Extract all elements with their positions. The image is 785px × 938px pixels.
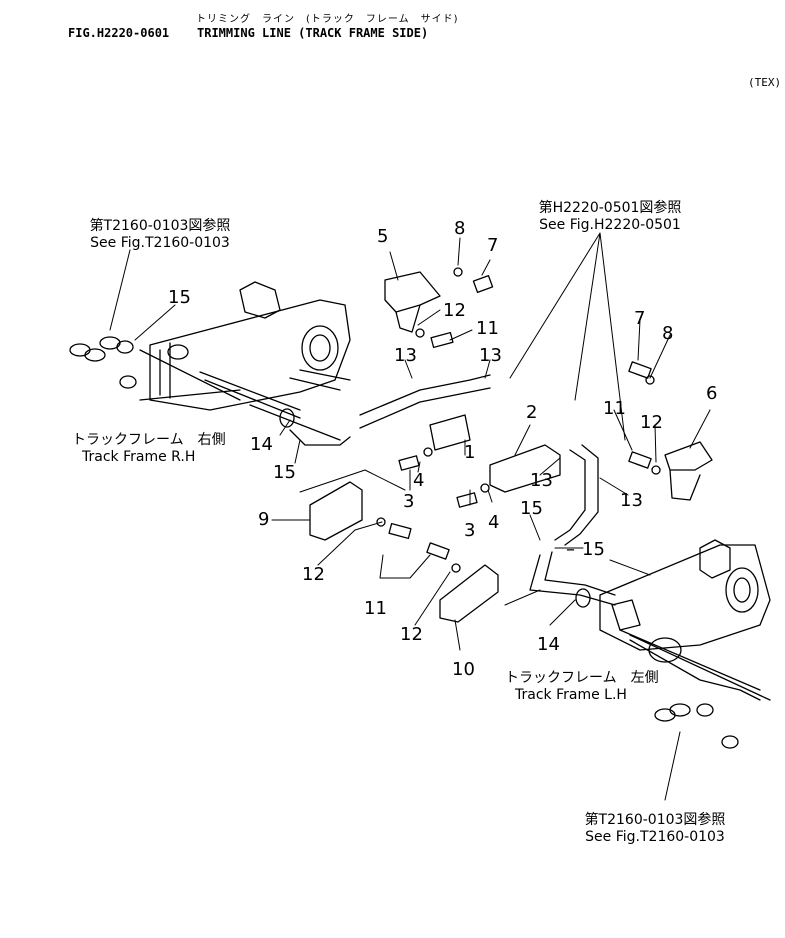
callout-15: 15 — [520, 498, 543, 519]
callout-12: 12 — [302, 564, 325, 585]
figure-code: FIG.H2220-0601 — [68, 26, 170, 40]
track-frame-lh-drawing — [599, 539, 771, 701]
tube-rh-drawing — [139, 349, 341, 441]
callout-13: 13 — [530, 470, 553, 491]
callout-11: 11 — [476, 318, 499, 339]
callout-10: 10 — [452, 659, 475, 680]
callout-8: 8 — [454, 218, 466, 239]
callout-12: 12 — [640, 412, 663, 433]
frame-label-jp: トラックフレーム 左側 — [505, 670, 659, 686]
frame-label-en: Track Frame R.H — [82, 449, 196, 465]
bolts-drawing — [376, 267, 661, 573]
callout-3: 3 — [464, 520, 476, 541]
callout-15: 15 — [273, 462, 296, 483]
hose-lines-drawing — [289, 374, 616, 606]
plate-10-drawing — [439, 564, 499, 623]
fittings-drawing — [69, 336, 739, 749]
plate-9-drawing — [309, 481, 363, 541]
bracket-6-drawing — [664, 441, 713, 501]
callout-4: 4 — [488, 512, 500, 533]
callout-1: 1 — [464, 442, 476, 463]
tube-lh-drawing — [629, 639, 761, 701]
callout-2: 2 — [526, 402, 538, 423]
reference-jp: 第H2220-0501図参照 — [538, 200, 682, 216]
callout-12: 12 — [443, 300, 466, 321]
callout-12: 12 — [400, 624, 423, 645]
reference-en: See Fig.T2160-0103 — [90, 235, 230, 251]
callout-9: 9 — [258, 509, 270, 530]
reference-jp: 第T2160-0103図参照 — [584, 812, 726, 828]
frame-label-en: Track Frame L.H — [515, 687, 627, 703]
callout-15: 15 — [168, 287, 191, 308]
reference-note-top-left: 第T2160-0103図参照 See Fig.T2160-0103 — [70, 218, 250, 252]
callout-11: 11 — [364, 598, 387, 619]
block-2-drawing — [429, 414, 561, 493]
callout-5: 5 — [377, 226, 389, 247]
title-japanese: トリミング ライン (トラック フレーム サイド) — [196, 14, 459, 25]
reference-jp: 第T2160-0103図参照 — [89, 218, 231, 234]
callout-11: 11 — [603, 398, 626, 419]
leader-lines — [109, 232, 711, 801]
callout-13: 13 — [479, 345, 502, 366]
reference-note-bottom-right: 第T2160-0103図参照 See Fig.T2160-0103 — [565, 812, 745, 846]
bracket-5-drawing — [384, 271, 441, 333]
callout-6: 6 — [706, 383, 718, 404]
callout-4: 4 — [413, 470, 425, 491]
callout-13: 13 — [620, 490, 643, 511]
variant-code: (TEX) — [748, 76, 782, 89]
callout-15: 15 — [582, 539, 605, 560]
callout-7: 7 — [634, 308, 646, 329]
reference-en: See Fig.T2160-0103 — [585, 829, 725, 845]
callout-8: 8 — [662, 323, 674, 344]
frame-label-rh: トラックフレーム 右側 Track Frame R.H — [72, 432, 262, 466]
dash-mark: – — [566, 539, 575, 560]
callout-14: 14 — [250, 434, 273, 455]
callout-7: 7 — [487, 235, 499, 256]
reference-en: See Fig.H2220-0501 — [539, 217, 681, 233]
callout-3: 3 — [403, 491, 415, 512]
callout-14: 14 — [537, 634, 560, 655]
frame-label-jp: トラックフレーム 右側 — [72, 432, 226, 448]
figure-title: TRIMMING LINE (TRACK FRAME SIDE) — [197, 26, 429, 40]
frame-label-lh: トラックフレーム 左側 Track Frame L.H — [505, 670, 705, 704]
reference-note-top-right: 第H2220-0501図参照 See Fig.H2220-0501 — [520, 200, 700, 234]
callout-13: 13 — [394, 345, 417, 366]
